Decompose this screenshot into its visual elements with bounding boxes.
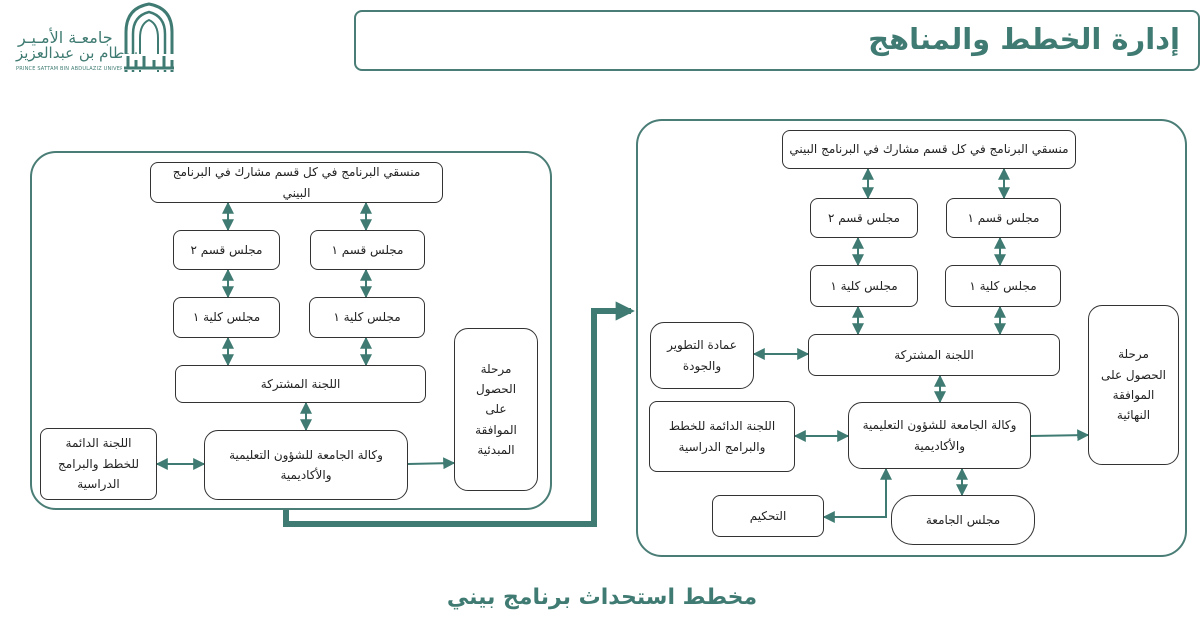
right-college-council-b-box: مجلس كلية ١ [810,265,918,307]
left-dept-council-2-box: مجلس قسم ٢ [173,230,280,270]
right-joint-committee-box: اللجنة المشتركة [808,334,1060,376]
university-logo: جامعـة الأمـيـر سطام بن عبدالعزيز PRINCE… [8,2,178,74]
right-coordinator-box: منسقي البرنامج في كل قسم مشارك في البرنا… [782,130,1076,169]
right-college-council-a-box: مجلس كلية ١ [945,265,1061,307]
left-coordinator-box: منسقي البرنامج في كل قسم مشارك في البرنا… [150,162,443,203]
left-vice-rectorate-box: وكالة الجامعة للشؤون التعليمية والأكاديم… [204,430,408,500]
page-title-box: إدارة الخطط والمناهج [354,10,1200,71]
right-stage-label-box: مرحلة الحصول على الموافقة النهائية [1088,305,1179,465]
stage-transition-arrow [283,301,635,527]
right-deanship-box: عمادة التطوير والجودة [650,322,754,389]
diagram-caption: مخطط استحداث برنامج بيني [446,585,758,610]
right-vice-rectorate-box: وكالة الجامعة للشؤون التعليمية والأكاديم… [848,402,1031,469]
right-dept-council-2-box: مجلس قسم ٢ [810,198,918,238]
logo-text-line1: جامعـة الأمـيـر [18,28,113,47]
left-standing-committee-box: اللجنة الدائمة للخطط والبرامج الدراسية [40,428,157,500]
left-college-council-b-box: مجلس كلية ١ [173,297,280,338]
connector [407,457,456,470]
left-joint-committee-box: اللجنة المشتركة [175,365,426,403]
left-stage-label-box: مرحلة الحصول على الموافقة المبدئية [454,328,538,491]
left-dept-council-1-box: مجلس قسم ١ [310,230,425,270]
logo-emblem-icon [122,2,178,72]
page-title: إدارة الخطط والمناهج [868,22,1180,56]
connector [822,467,892,523]
logo-text-english: PRINCE SATTAM BIN ABDULAZIZ UNIVERSITY [16,66,136,72]
right-university-council-box: مجلس الجامعة [891,495,1035,545]
left-college-council-a-box: مجلس كلية ١ [309,297,425,338]
right-standing-committee-box: اللجنة الدائمة للخطط والبرامج الدراسية [649,401,795,472]
logo-text-line2: سطام بن عبدالعزيز [16,44,138,62]
right-dept-council-1-box: مجلس قسم ١ [946,198,1061,238]
connector [1030,429,1090,442]
right-arbitration-box: التحكيم [712,495,824,537]
